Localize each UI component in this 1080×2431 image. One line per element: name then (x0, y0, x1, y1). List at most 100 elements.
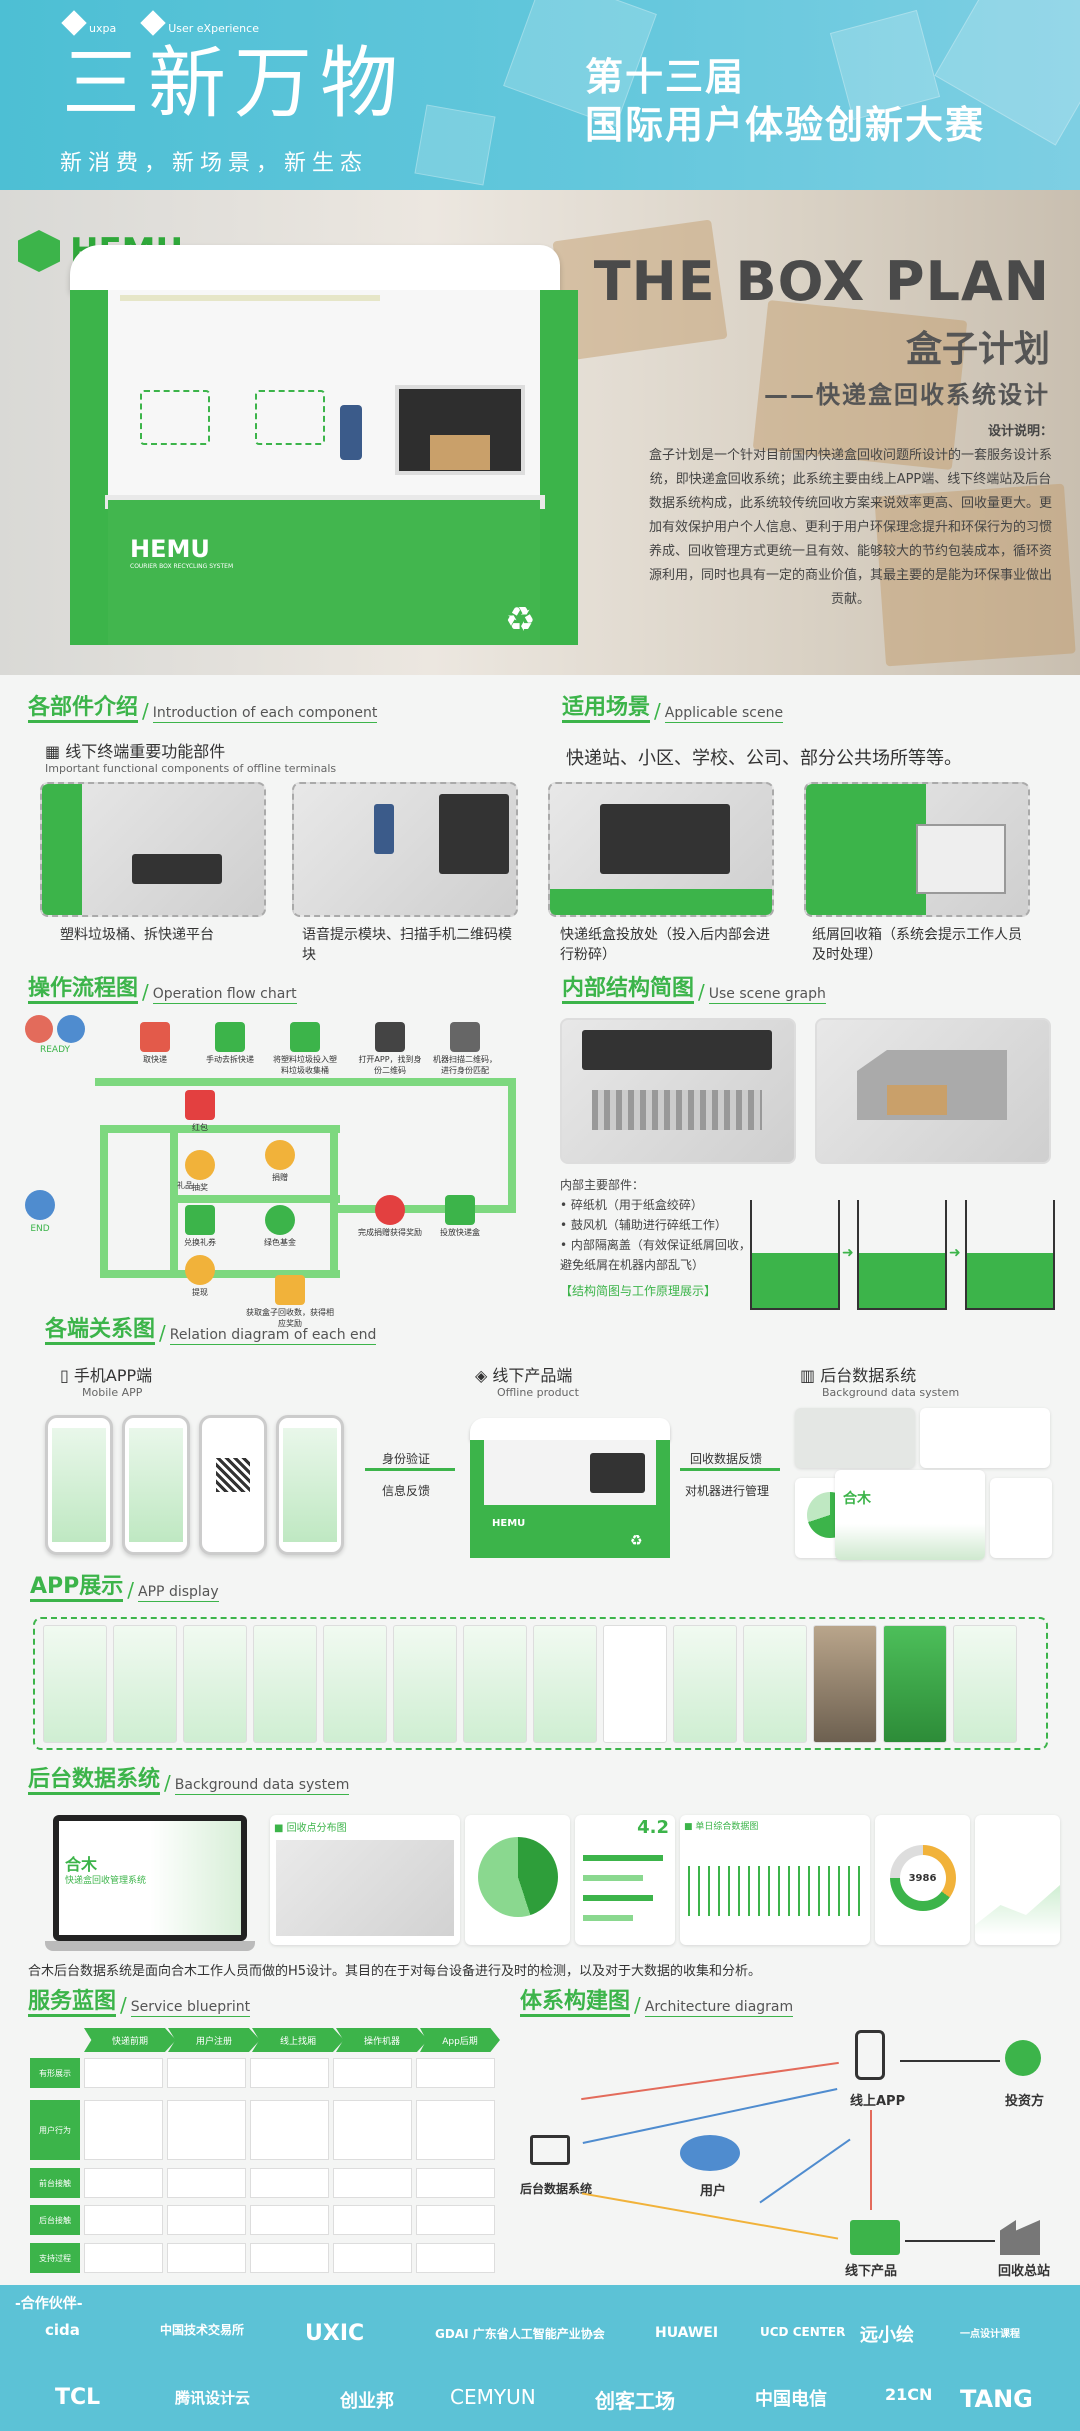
flow-node-3: 将塑料垃圾投入塑料垃圾收集桶 (270, 1022, 340, 1076)
reward-icon (375, 1195, 405, 1225)
organizer-logos: uxpa User eXperience (61, 10, 259, 36)
partner-logo-cyzone: 创业邦 (340, 2391, 394, 2412)
end-user-icon (25, 1190, 55, 1220)
flow-node-9-label: 兑换礼券 (184, 1238, 216, 1247)
project-subtitle: ——快递盒回收系统设计 (764, 381, 1050, 409)
scene-title-en: Applicable scene (664, 705, 784, 724)
backend-ring-panel: 3986 (875, 1815, 970, 1945)
arrow-line-2 (680, 1468, 780, 1471)
flow-node-1-label: 取快递 (143, 1055, 167, 1064)
kiosk-icon (215, 1022, 245, 1052)
kiosk-brand: HEMU COURIER BOX RECYCLING SYSTEM (130, 535, 233, 570)
components-subheading: ▦ 线下终端重要功能部件 Important functional compon… (45, 738, 336, 775)
qrcode-icon (450, 1022, 480, 1052)
flow-title: 操作流程图 (28, 976, 139, 1005)
laptop-mockup: 合木 快递盒回收管理系统 (45, 1815, 255, 1955)
component-caption-2: 语音提示模块、扫描手机二维码模块 (302, 927, 512, 963)
component-photo-2 (292, 782, 518, 917)
uxpa-logo-icon (61, 10, 87, 36)
partners-title: -合作伙伴- (15, 2296, 83, 2312)
arrow-right-icon-2: ➜ (949, 1245, 961, 1261)
mobile-app-cn: 手机APP端 (73, 1366, 153, 1385)
components-sub-cn-text: 线下终端重要功能部件 (65, 742, 226, 761)
inner-photo-1 (560, 1018, 796, 1164)
kiosk-canopy (70, 245, 560, 291)
architecture-title: 体系构建图 (520, 1989, 631, 2018)
blueprint-row-3: 前台接触 (30, 2168, 495, 2198)
arch-backend: 后台数据系统 (520, 2182, 593, 2196)
partner-logo-huawei: HUAWEI (655, 2325, 719, 2341)
flow-node-11-label: 绿色基金 (264, 1238, 296, 1247)
section-blueprint-header: 服务蓝图/Service blueprint (28, 1989, 251, 2018)
phone-mockup-1 (45, 1415, 113, 1555)
section-flow-header: 操作流程图/Operation flow chart (28, 976, 297, 1005)
mobile-app-en: Mobile APP (82, 1386, 143, 1399)
partner-logo-uxic: UXIC (305, 2321, 365, 2346)
blueprint-row-5: 支持过程 (30, 2243, 495, 2273)
stage-4: 操作机器 (336, 2028, 428, 2052)
kiosk-label-2-icon (255, 390, 325, 445)
flow-node-10-label: 捐赠 (272, 1173, 288, 1182)
app-screen-14 (953, 1625, 1017, 1743)
section-backend-header: 后台数据系统/Background data system (28, 1767, 350, 1796)
arch-user: 用户 (700, 2184, 727, 2199)
blueprint-row-label-5: 支持过程 (30, 2243, 80, 2273)
offline-product-cn: 线下产品端 (492, 1366, 573, 1385)
red-packet-icon (185, 1090, 215, 1120)
inner-photo-2 (815, 1018, 1051, 1164)
blueprint-row-label-2: 用户行为 (30, 2100, 80, 2160)
arch-arrow-7 (900, 2060, 1000, 2062)
backend-label: ▥ 后台数据系统 Background data system (800, 1362, 959, 1399)
backend-title-en: Background data system (174, 1777, 350, 1796)
inner-title-en: Use scene graph (708, 986, 826, 1005)
project-title-en: THE BOX PLAN (593, 250, 1050, 313)
laptop-subtitle: 快递盒回收管理系统 (65, 1876, 147, 1886)
coupon-icon (185, 1205, 215, 1235)
map-panel-title-text: 回收点分布图 (286, 1823, 347, 1834)
description-heading: 设计说明： (987, 424, 1053, 439)
inner-diagrams: ➜ ➜ (745, 1180, 1060, 1320)
fund-icon (265, 1205, 295, 1235)
stage-3: 线上找厢 (252, 2028, 344, 2052)
components-sub-en: Important functional components of offli… (45, 762, 337, 775)
flow-node-13-label: 完成捐赠获得奖励 (358, 1228, 422, 1237)
flow-node-15-label: 获取盒子回收数，获得相应奖励 (246, 1308, 334, 1328)
partner-logo-china-telecom: 中国电信 (755, 2389, 827, 2410)
factory-icon (1000, 2220, 1040, 2255)
arrow-feedback-label: 信息反馈 (382, 1484, 431, 1498)
flow-node-2: 手动去拆快递 (195, 1022, 265, 1065)
relation-title-en: Relation diagram of each end (169, 1327, 377, 1346)
recycle-icon-small: ♻ (630, 1533, 643, 1549)
phone-mockup-2 (122, 1415, 190, 1555)
partner-logo-chuangke: 创客工场 (595, 2389, 675, 2413)
project-title-cn: 盒子计划 (905, 329, 1050, 370)
app-screen-9 (603, 1625, 667, 1743)
partner-logo-tencent: 腾讯设计云 (175, 2389, 251, 2407)
arch-recycle-station: 回收总站 (998, 2264, 1051, 2279)
backend-map-panel: ■ 回收点分布图 (270, 1815, 460, 1945)
lottery-icon (185, 1150, 215, 1180)
backend-dash-brand: 合木 (843, 1491, 871, 1507)
component-photo-1 (40, 782, 266, 917)
kiosk-icon-arch (850, 2220, 900, 2255)
donate-icon (265, 1140, 295, 1170)
partners-section: -合作伙伴- cida 中国技术交易所 UXIC GDAI 广东省人工智能产业协… (0, 2285, 1080, 2431)
stage-5: App后期 (420, 2028, 500, 2052)
component-caption-3: 快递纸盒投放处（投入后内部会进行粉碎） (560, 927, 770, 963)
certificate-icon (275, 1275, 305, 1305)
section-architecture-header: 体系构建图/Architecture diagram (520, 1989, 794, 2018)
chart-icon: ▥ (800, 1366, 821, 1385)
arch-investor: 投资方 (1005, 2094, 1045, 2109)
components-sub-cn: ▦ 线下终端重要功能部件 (45, 738, 336, 762)
offline-product-label: ◈ 线下产品端 Offline product (475, 1362, 579, 1399)
mobile-app-label: ▯ 手机APP端 Mobile APP (60, 1362, 152, 1399)
phone-mockup-4 (276, 1415, 344, 1555)
ring-value: 3986 (899, 1855, 946, 1901)
app-title-en: APP display (138, 1584, 219, 1603)
ux-logo-text: User eXperience (168, 22, 259, 35)
inner-structure-link[interactable]: 【结构简图与工作原理展示】 (560, 1284, 717, 1298)
kiosk-light (120, 295, 380, 301)
phone-icon (375, 1022, 405, 1052)
inner-part-2: • 鼓风机（辅助进行碎纸工作） (560, 1218, 727, 1232)
inner-parts-heading: 内部主要部件： (560, 1178, 645, 1192)
